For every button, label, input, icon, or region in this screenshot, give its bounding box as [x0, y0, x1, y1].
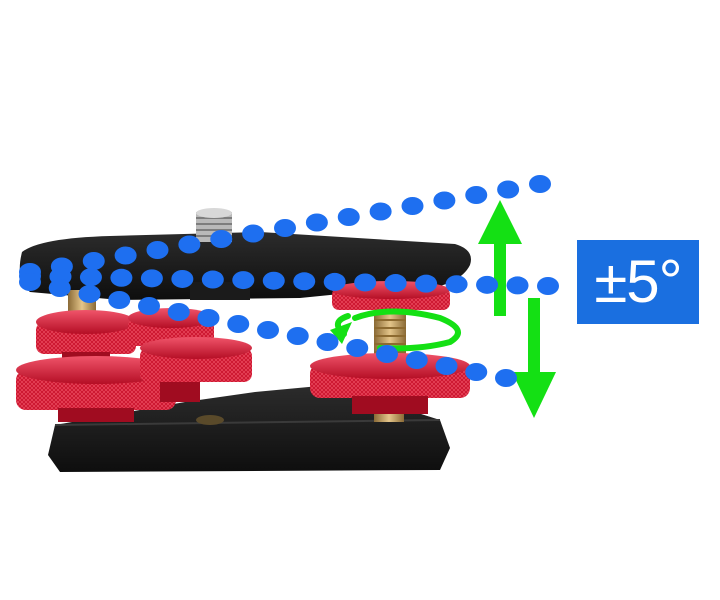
tilt-dot — [384, 274, 407, 293]
rotation-arrow — [330, 308, 461, 352]
knob-left-upper — [36, 310, 136, 368]
tilt-dot — [82, 252, 105, 270]
tilt-dot — [19, 273, 41, 291]
tilt-dot — [497, 180, 520, 199]
tilt-dot — [201, 270, 224, 289]
tilt-dot — [293, 272, 316, 291]
tilt-dot — [257, 321, 279, 339]
up-arrow — [478, 200, 522, 316]
tilt-dot — [114, 246, 137, 265]
tilt-dot — [262, 271, 285, 290]
tilt-dot — [506, 276, 529, 295]
tilt-dot — [197, 309, 220, 327]
tilt-dot — [376, 345, 398, 363]
tilt-dotted-lines — [19, 175, 559, 387]
tilt-dot — [108, 291, 131, 309]
tilt-dot — [167, 303, 190, 321]
tilt-dot — [405, 351, 428, 369]
tilt-dot — [232, 271, 255, 290]
tilt-dot — [78, 285, 101, 303]
tilt-dot — [476, 275, 499, 294]
tilt-dot — [337, 208, 360, 226]
tilt-dot — [465, 186, 488, 204]
tilt-dot — [146, 241, 169, 259]
tilt-dot — [433, 191, 456, 210]
tilt-dot — [354, 273, 377, 292]
tilt-dot — [346, 339, 369, 357]
tilt-dot — [274, 219, 296, 237]
tilt-dot — [465, 363, 488, 381]
tilt-angle-badge: ±5° — [577, 240, 699, 324]
tilt-dot — [79, 268, 102, 287]
tilt-dot — [48, 279, 71, 297]
tilt-dot — [210, 230, 233, 248]
tilt-dot — [305, 213, 328, 232]
knob-left-lower — [16, 356, 176, 422]
tilt-dot — [529, 175, 551, 193]
down-arrow — [512, 298, 556, 418]
knob-right-lower — [310, 353, 470, 414]
tilt-angle-label: ±5° — [594, 248, 682, 315]
tilt-dot — [110, 268, 133, 287]
tilt-dot — [435, 357, 458, 375]
tilt-dot — [140, 269, 163, 288]
tilt-dot — [495, 369, 517, 387]
tilt-dot — [286, 327, 309, 345]
tilt-dot — [401, 197, 424, 215]
tilt-dot — [537, 277, 559, 295]
tilt-dot — [178, 235, 201, 254]
tilt-dot — [171, 269, 194, 288]
tilt-dot — [242, 224, 265, 243]
tilt-dot — [415, 274, 438, 293]
tilt-dot — [227, 315, 250, 333]
tilt-dot — [323, 272, 346, 291]
tilt-dot — [138, 297, 160, 315]
tilt-dot — [445, 275, 468, 294]
tilt-dot — [369, 202, 392, 221]
badge-background — [577, 240, 699, 324]
tilt-dot — [316, 333, 339, 351]
